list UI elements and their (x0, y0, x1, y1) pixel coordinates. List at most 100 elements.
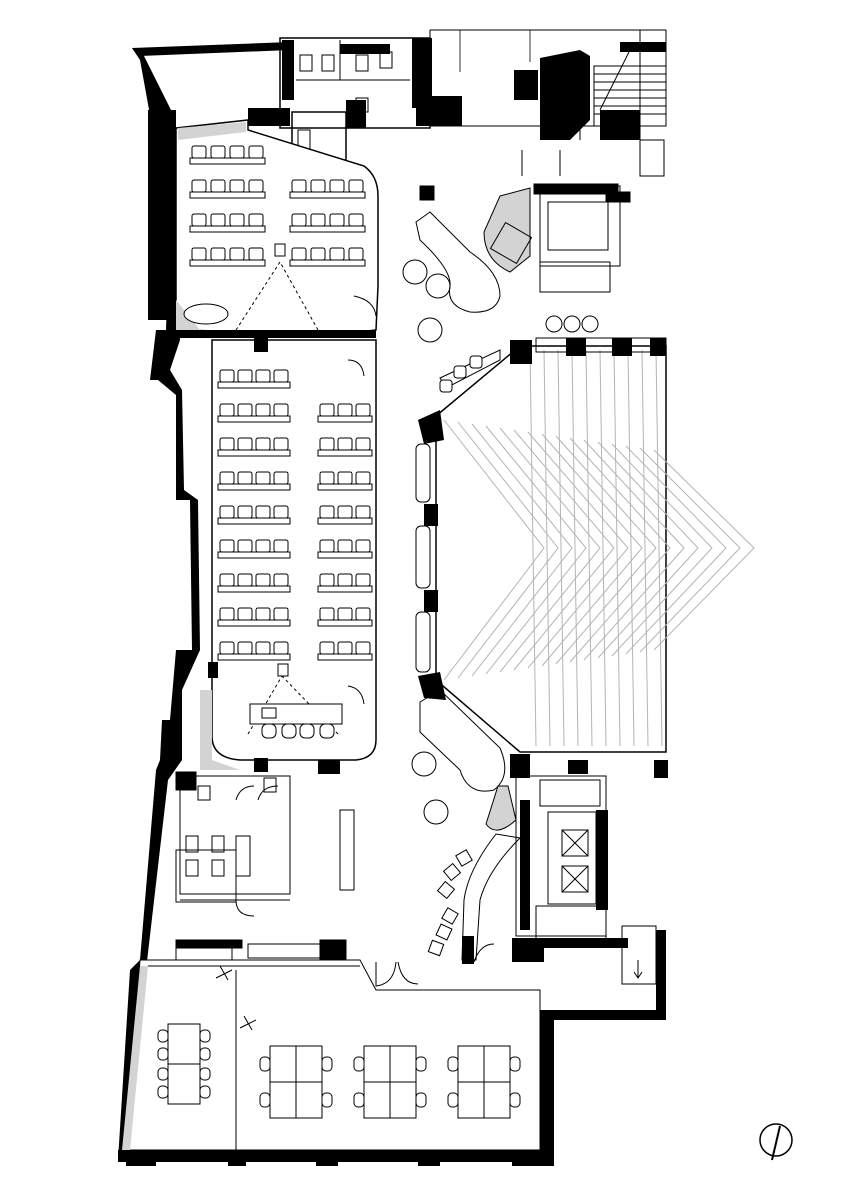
chair (255, 539, 271, 553)
chair (273, 539, 289, 553)
upper-classroom (175, 119, 379, 338)
desk (217, 517, 291, 525)
chair (255, 369, 271, 383)
desk (317, 517, 373, 525)
chair (229, 179, 245, 193)
chair (319, 471, 335, 485)
chair (255, 607, 271, 621)
chair (237, 539, 253, 553)
desk (189, 191, 266, 199)
chair (319, 641, 335, 655)
step-line (513, 429, 615, 671)
chair (337, 437, 353, 451)
chair (310, 179, 326, 193)
north-arrow-icon (759, 1123, 793, 1161)
desk (217, 449, 291, 457)
chair (337, 539, 353, 553)
chair (248, 247, 264, 261)
desk (217, 381, 291, 389)
chair (337, 505, 353, 519)
chair (447, 1092, 459, 1108)
chair (237, 437, 253, 451)
chair (273, 471, 289, 485)
chair (509, 1092, 521, 1108)
step-line (555, 435, 657, 665)
chair (355, 607, 371, 621)
desk (317, 619, 373, 627)
chair (157, 1029, 169, 1043)
desk (217, 551, 291, 559)
chair (321, 1092, 333, 1108)
chair (219, 607, 235, 621)
chair (355, 471, 371, 485)
chair (210, 179, 226, 193)
chair (337, 573, 353, 587)
chair (353, 1056, 365, 1072)
chair (199, 1085, 211, 1099)
chair (337, 641, 353, 655)
chair (319, 403, 335, 417)
upper-seating (189, 145, 366, 267)
chair (353, 1092, 365, 1108)
step-line (557, 349, 565, 747)
chair (355, 505, 371, 519)
chair (210, 213, 226, 227)
chair (329, 179, 345, 193)
chair (219, 505, 235, 519)
chair (348, 213, 364, 227)
chair (355, 641, 371, 655)
chair (255, 573, 271, 587)
chair (229, 145, 245, 159)
chair (415, 1056, 427, 1072)
step-line (639, 447, 741, 653)
step-line (485, 425, 587, 675)
chair (273, 573, 289, 587)
chair (191, 145, 207, 159)
chair (273, 641, 289, 655)
step-line (641, 349, 649, 747)
chair (237, 573, 253, 587)
chair (447, 1056, 459, 1072)
step-line (583, 439, 685, 661)
desk (317, 585, 373, 593)
chair (319, 505, 335, 519)
auditorium (415, 337, 755, 778)
step-line (571, 349, 579, 747)
chair (248, 145, 264, 159)
chair (199, 1047, 211, 1061)
chair (237, 403, 253, 417)
chair (255, 505, 271, 519)
chair (255, 403, 271, 417)
chair (210, 247, 226, 261)
chair (337, 607, 353, 621)
chair (355, 437, 371, 451)
chair (237, 369, 253, 383)
chair (255, 471, 271, 485)
chair (210, 145, 226, 159)
step-line (653, 449, 755, 651)
chair (310, 213, 326, 227)
desk (317, 415, 373, 423)
step-line (527, 431, 629, 669)
desk (217, 585, 291, 593)
step-line (613, 349, 621, 747)
chair (248, 213, 264, 227)
chair (319, 573, 335, 587)
desk (289, 225, 366, 233)
desk (189, 225, 266, 233)
chair (355, 403, 371, 417)
chair (273, 607, 289, 621)
chair (273, 505, 289, 519)
desk (289, 259, 366, 267)
chair (219, 573, 235, 587)
office-desks (157, 1023, 521, 1119)
step-line (569, 437, 671, 663)
chair (259, 1092, 271, 1108)
chair (229, 247, 245, 261)
chair (255, 437, 271, 451)
desk (289, 191, 366, 199)
chair (248, 179, 264, 193)
chair (157, 1085, 169, 1099)
